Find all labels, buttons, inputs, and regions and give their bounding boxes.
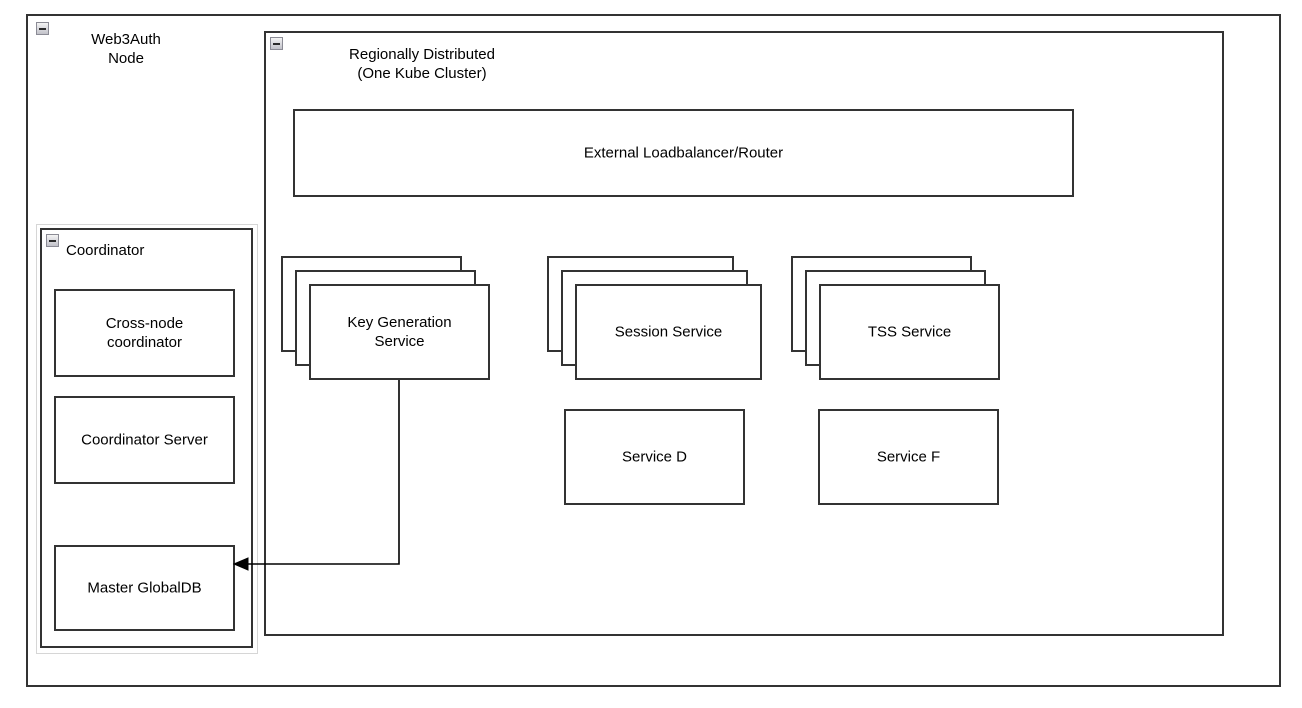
tss-service-label: TSS Service (867, 323, 952, 341)
session-service-layer-front[interactable]: Session Service (575, 284, 762, 380)
coordinator-server-box[interactable]: Coordinator Server (54, 396, 235, 484)
tss-service-stack[interactable]: TSS Service (791, 256, 1000, 380)
tss-service-layer-front[interactable]: TSS Service (819, 284, 1000, 380)
master-globaldb-label: Master GlobalDB (87, 579, 202, 597)
web3auth-node-collapse-icon[interactable] (36, 22, 49, 35)
session-service-label: Session Service (614, 323, 723, 341)
coordinator-server-label: Coordinator Server (81, 431, 208, 449)
external-loadbalancer-box[interactable]: External Loadbalancer/Router (293, 109, 1074, 197)
service-d-box[interactable]: Service D (564, 409, 745, 505)
cross-node-coordinator-box[interactable]: Cross-node coordinator (54, 289, 235, 377)
regionally-distributed-title: Regionally Distributed (One Kube Cluster… (349, 46, 495, 82)
key-generation-service-label: Key Generation Service (347, 314, 452, 350)
session-service-stack[interactable]: Session Service (547, 256, 763, 380)
coordinator-title: Coordinator (66, 242, 145, 259)
service-d-label: Service D (621, 448, 688, 466)
master-globaldb-box[interactable]: Master GlobalDB (54, 545, 235, 631)
key-generation-service-layer-front[interactable]: Key Generation Service (309, 284, 490, 380)
service-f-box[interactable]: Service F (818, 409, 999, 505)
service-f-label: Service F (876, 448, 941, 466)
cross-node-coordinator-label: Cross-node coordinator (105, 315, 184, 351)
coordinator-collapse-icon[interactable] (46, 234, 59, 247)
regionally-distributed-collapse-icon[interactable] (270, 37, 283, 50)
key-generation-service-stack[interactable]: Key Generation Service (281, 256, 491, 380)
web3auth-node-title: Web3Auth Node (91, 31, 161, 67)
external-loadbalancer-label: External Loadbalancer/Router (583, 144, 784, 162)
